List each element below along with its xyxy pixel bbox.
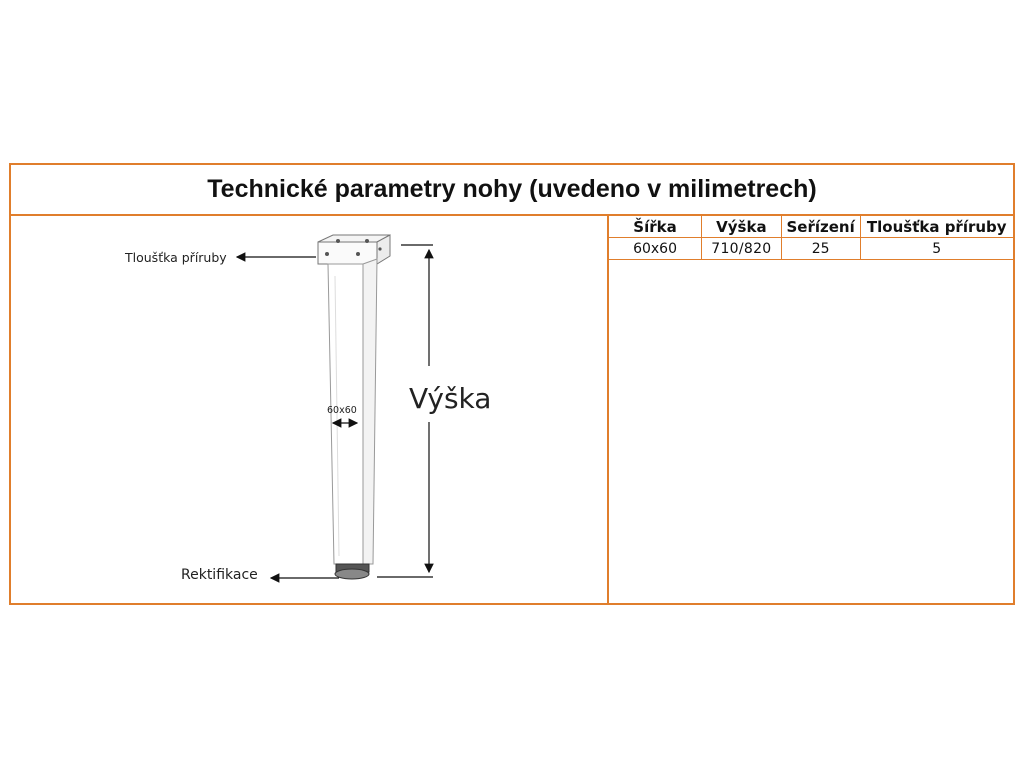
header-width: Šířka: [609, 216, 703, 238]
cell-width: 60x60: [609, 237, 703, 260]
parameters-sheet: Technické parametry nohy (uvedeno v mili…: [9, 163, 1015, 605]
leg-illustration: [235, 234, 434, 583]
flange-plate: [317, 234, 391, 265]
header-height: Výška: [701, 216, 782, 238]
leg-drawing: Tloušťka příruby Výška 60x60 Rektifikace: [11, 216, 607, 605]
parameters-table: Šířka Výška Seřízení Tloušťka příruby 60…: [609, 216, 1013, 260]
cell-flange-thickness: 5: [859, 237, 1013, 260]
cell-adjustment: 25: [780, 237, 861, 260]
height-label: Výška: [409, 382, 492, 415]
cell-height: 710/820: [701, 237, 782, 260]
table-row: 60x60 710/820 25 5: [609, 237, 1013, 260]
adjust-foot: [334, 563, 370, 580]
flange-label: Tloušťka příruby: [125, 250, 227, 265]
table-header-row: Šířka Výška Seřízení Tloušťka příruby: [609, 216, 1013, 238]
column-divider: [607, 216, 609, 605]
header-adjustment: Seřízení: [780, 216, 861, 238]
header-flange-thickness: Tloušťka příruby: [859, 216, 1013, 238]
page-title: Technické parametry nohy (uvedeno v mili…: [11, 165, 1013, 216]
adjust-label: Rektifikace: [181, 567, 258, 583]
size-label: 60x60: [327, 405, 357, 416]
